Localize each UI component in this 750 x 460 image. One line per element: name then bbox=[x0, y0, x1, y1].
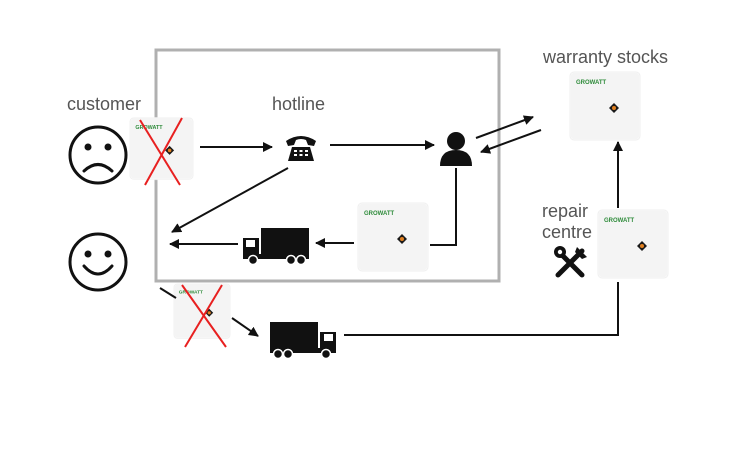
sad-face-icon bbox=[68, 125, 128, 185]
line-service-to-inverter bbox=[430, 168, 457, 246]
line-customer-to-return bbox=[159, 287, 177, 299]
delivery-truck-icon bbox=[243, 228, 309, 266]
customer-label: customer bbox=[67, 94, 142, 114]
cross-mark-icon bbox=[139, 117, 183, 186]
arrow-warranty-to-service bbox=[480, 129, 542, 154]
repair-label: repair bbox=[542, 201, 589, 221]
defective-inverter-icon bbox=[129, 117, 194, 181]
telephone-icon bbox=[286, 136, 316, 161]
centre-label: centre bbox=[542, 222, 593, 242]
tools-icon bbox=[554, 246, 587, 278]
happy-face-icon bbox=[68, 232, 128, 292]
service-person-icon bbox=[440, 132, 472, 166]
arrow-return-to-truck bbox=[231, 317, 259, 337]
cross-mark-icon bbox=[181, 284, 227, 348]
arrow-service-to-warranty bbox=[475, 115, 534, 139]
warranty-stocks-label: warranty stocks bbox=[543, 47, 669, 67]
line-truck-to-repair bbox=[344, 282, 619, 336]
delivery-truck-icon bbox=[270, 322, 336, 360]
warranty-stock-inverter-icon bbox=[569, 71, 641, 141]
arrow-hotline-to-customer bbox=[171, 167, 289, 233]
repaired-inverter-icon bbox=[597, 209, 669, 279]
returned-inverter-icon bbox=[173, 283, 231, 340]
replacement-inverter-icon bbox=[357, 202, 429, 272]
hotline-label: hotline bbox=[272, 94, 326, 114]
